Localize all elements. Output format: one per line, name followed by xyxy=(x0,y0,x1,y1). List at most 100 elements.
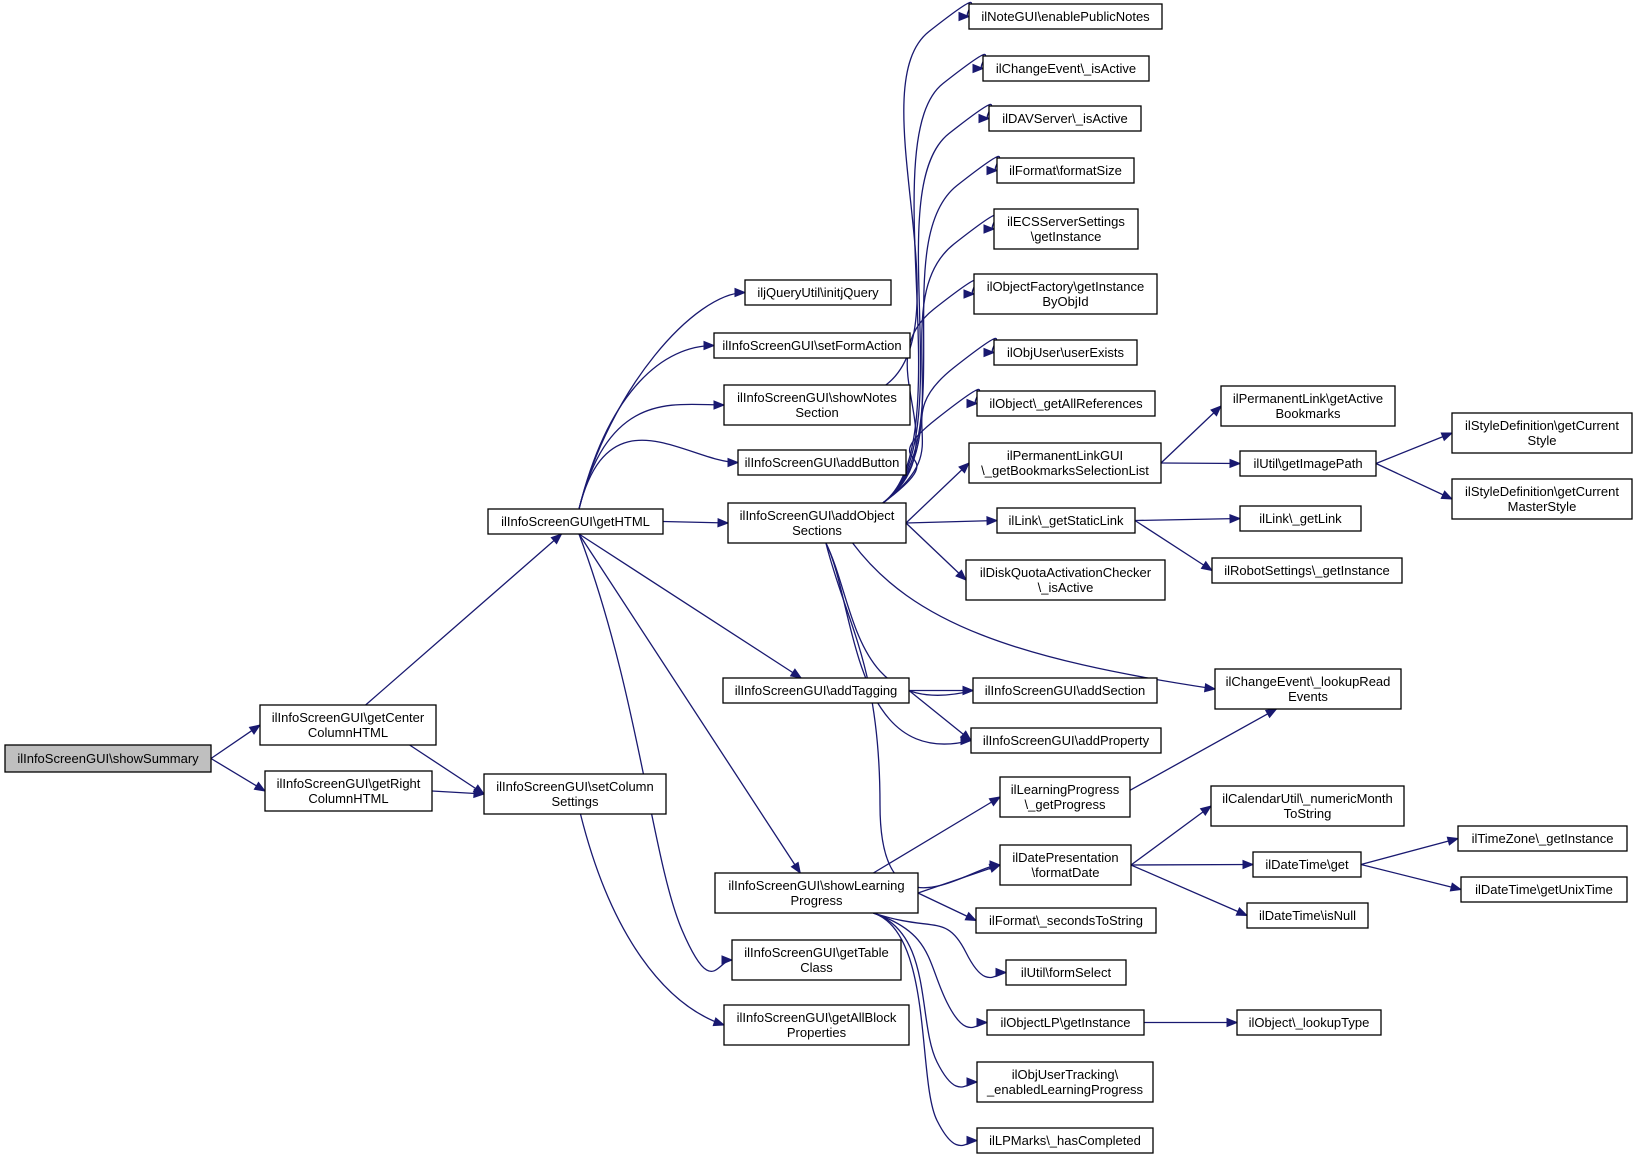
edge-addObjectSections-to-getStaticLink xyxy=(905,516,999,526)
edge-getStaticLink-to-getLink xyxy=(1134,513,1242,524)
node-label-setColumnSettings-1: Settings xyxy=(552,794,599,809)
node-getAllReferences[interactable]: ilObject\_getAllReferences xyxy=(976,390,1156,417)
node-label-addObjectSections-1: Sections xyxy=(792,523,842,538)
edge-addObjectSections-to-changeEventIsActive xyxy=(882,53,987,504)
edge-showLearningProgress-to-hasCompleted xyxy=(873,912,979,1146)
node-robotGetInstance[interactable]: ilRobotSettings\_getInstance xyxy=(1211,557,1403,584)
node-objectLPGetInstance[interactable]: ilObjectLP\getInstance xyxy=(986,1009,1145,1036)
node-getHTML[interactable]: ilInfoScreenGUI\getHTML xyxy=(487,508,664,535)
node-hasCompleted[interactable]: ilLPMarks\_hasCompleted xyxy=(976,1127,1154,1154)
node-label-dateTimeGet-0: ilDateTime\get xyxy=(1265,857,1349,872)
node-label-showLearningProgress-1: Progress xyxy=(790,893,843,908)
node-enabledLearningProgress[interactable]: ilObjUserTracking\_enabledLearningProgre… xyxy=(976,1061,1154,1103)
node-label-getCenterColumnHTML-0: ilInfoScreenGUI\getCenter xyxy=(272,710,425,725)
node-box xyxy=(4,744,212,773)
node-label-ecsGetInstance-0: ilECSServerSettings xyxy=(1007,214,1125,229)
node-box xyxy=(744,279,892,306)
node-getProgress[interactable]: ilLearningProgress\_getProgress xyxy=(999,776,1131,818)
node-lookupType[interactable]: ilObject\_lookupType xyxy=(1236,1009,1382,1036)
node-label-showNotesSection-0: ilInfoScreenGUI\showNotes xyxy=(737,390,897,405)
node-addSection[interactable]: ilInfoScreenGUI\addSection xyxy=(972,677,1158,704)
node-diskQuotaIsActive[interactable]: ilDiskQuotaActivationChecker\_isActive xyxy=(965,559,1166,601)
node-box xyxy=(483,773,667,815)
node-getUnixTime[interactable]: ilDateTime\getUnixTime xyxy=(1460,876,1628,903)
node-label-davServerIsActive-0: ilDAVServer\_isActive xyxy=(1002,111,1127,126)
edge-showLearningProgress-to-getProgress xyxy=(873,796,1002,874)
node-label-lookupReadEvents-1: Events xyxy=(1288,689,1328,704)
nodes-layer: ilInfoScreenGUI\showSummary ilInfoScreenG… xyxy=(4,3,1633,1154)
node-getLink[interactable]: ilLink\_getLink xyxy=(1239,505,1362,532)
node-label-formSelect-0: ilUtil\formSelect xyxy=(1021,965,1112,980)
node-box xyxy=(975,907,1157,934)
node-changeEventIsActive[interactable]: ilChangeEvent\_isActive xyxy=(982,55,1150,82)
node-label-getAllReferences-0: ilObject\_getAllReferences xyxy=(989,396,1143,411)
node-label-numericMonthToString-1: ToString xyxy=(1284,806,1332,821)
node-addProperty[interactable]: ilInfoScreenGUI\addProperty xyxy=(970,727,1162,754)
node-box xyxy=(1457,825,1628,852)
node-getStaticLink[interactable]: ilLink\_getStaticLink xyxy=(996,507,1136,534)
edge-dateTimeGet-to-getUnixTime xyxy=(1360,863,1463,892)
node-userExists[interactable]: ilObjUser\userExists xyxy=(993,339,1138,366)
node-box xyxy=(993,208,1139,250)
node-enablePublicNotes[interactable]: ilNoteGUI\enablePublicNotes xyxy=(968,3,1163,30)
edge-showNotesSection-to-enablePublicNotes xyxy=(885,1,973,386)
node-label-getInstanceByObjId-1: ByObjId xyxy=(1042,294,1088,309)
node-ecsGetInstance[interactable]: ilECSServerSettings\getInstance xyxy=(993,208,1139,250)
node-isNull[interactable]: ilDateTime\isNull xyxy=(1246,902,1369,929)
edge-getHTML-to-addTagging xyxy=(578,533,803,679)
node-getBookmarksSelectionList[interactable]: ilPermanentLinkGUI\_getBookmarksSelectio… xyxy=(968,442,1162,484)
node-box xyxy=(727,502,907,544)
node-label-getCurrentStyle-0: ilStyleDefinition\getCurrent xyxy=(1465,418,1619,433)
node-label-getCenterColumnHTML-1: ColumnHTML xyxy=(308,725,388,740)
edge-addTagging-to-addSection xyxy=(909,685,975,696)
edge-getHTML-to-showNotesSection xyxy=(578,400,726,510)
node-label-timeZoneGetInstance-0: ilTimeZone\_getInstance xyxy=(1472,831,1614,846)
node-box xyxy=(1460,876,1628,903)
node-addButton[interactable]: ilInfoScreenGUI\addButton xyxy=(737,449,907,476)
node-formSelect[interactable]: ilUtil\formSelect xyxy=(1005,959,1127,986)
node-dateTimeGet[interactable]: ilDateTime\get xyxy=(1252,851,1362,878)
node-label-getBookmarksSelectionList-1: \_getBookmarksSelectionList xyxy=(981,463,1149,478)
edge-objectLPGetInstance-to-lookupType xyxy=(1144,1017,1239,1028)
node-showSummary[interactable]: ilInfoScreenGUI\showSummary xyxy=(4,744,212,773)
node-box xyxy=(723,384,911,426)
node-label-lookupReadEvents-0: ilChangeEvent\_lookupRead xyxy=(1226,674,1391,689)
node-label-ecsGetInstance-1: \getInstance xyxy=(1031,229,1102,244)
node-davServerIsActive[interactable]: ilDAVServer\_isActive xyxy=(988,105,1142,132)
node-label-objectLPGetInstance-0: ilObjectLP\getInstance xyxy=(1000,1015,1130,1030)
node-initjQuery[interactable]: iljQueryUtil\initjQuery xyxy=(744,279,892,306)
edge-getProgress-to-lookupReadEvents xyxy=(1129,708,1278,791)
edge-addObjectSections-to-addProperty xyxy=(825,542,973,746)
node-formatSize[interactable]: ilFormat\formatSize xyxy=(996,157,1135,184)
edge-showSummary-to-getRightColumnHTML xyxy=(210,757,267,792)
node-addTagging[interactable]: ilInfoScreenGUI\addTagging xyxy=(722,677,910,704)
node-getImagePath[interactable]: ilUtil\getImagePath xyxy=(1239,450,1377,477)
node-box xyxy=(970,727,1162,754)
node-secondsToString[interactable]: ilFormat\_secondsToString xyxy=(975,907,1157,934)
node-box xyxy=(723,1004,910,1046)
edge-getRightColumnHTML-to-setColumnSettings xyxy=(431,788,486,799)
node-label-getProgress-1: \_getProgress xyxy=(1025,797,1106,812)
node-label-initjQuery-0: iljQueryUtil\initjQuery xyxy=(757,285,879,300)
edge-showLearningProgress-to-objectLPGetInstance xyxy=(873,912,989,1028)
node-box xyxy=(999,776,1131,818)
node-label-getHTML-0: ilInfoScreenGUI\getHTML xyxy=(501,514,650,529)
node-timeZoneGetInstance[interactable]: ilTimeZone\_getInstance xyxy=(1457,825,1628,852)
node-box xyxy=(1451,412,1633,454)
node-formatDate[interactable]: ilDatePresentation\formatDate xyxy=(999,844,1132,886)
node-setFormAction[interactable]: ilInfoScreenGUI\setFormAction xyxy=(713,332,911,359)
